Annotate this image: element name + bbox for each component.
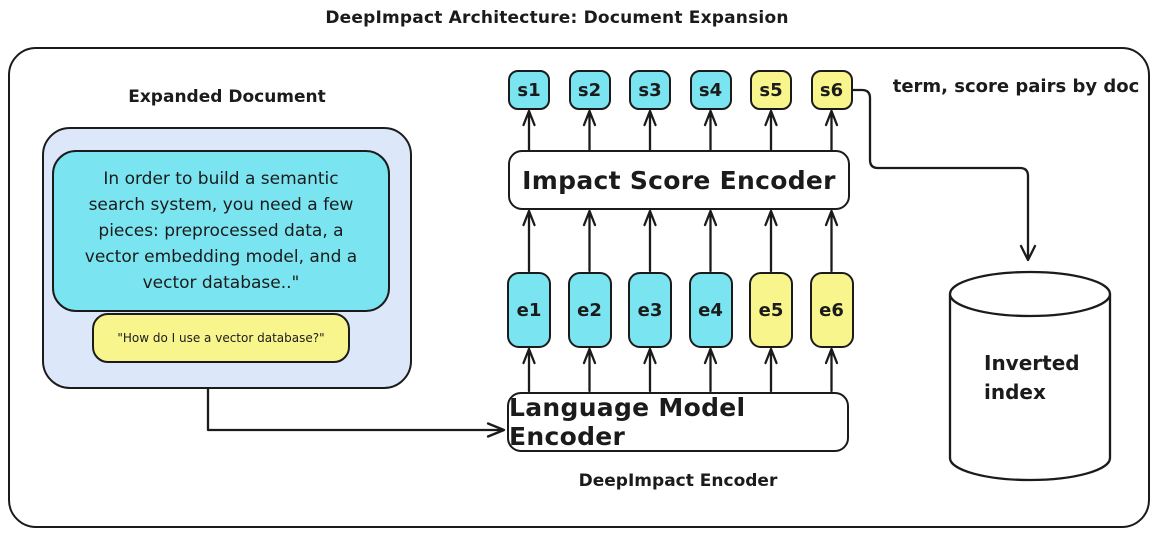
score-token-s1: s1 [508,70,550,110]
embedding-token-e1: e1 [507,272,551,348]
embedding-token-e2: e2 [567,272,612,348]
term-score-pairs-label: term, score pairs by doc [892,76,1140,97]
score-token-s3: s3 [629,70,671,110]
passage-line: search system, you need a few [88,195,354,215]
passage-line: pieces: preprocessed data, a [98,221,344,241]
document-passage-box: In order to build a semantic search syst… [52,150,390,312]
passage-line: vector database.." [142,273,300,293]
embedding-token-e6: e6 [809,272,854,348]
diagram-title: DeepImpact Architecture: Document Expans… [325,8,789,28]
inverted-index-line2: index [984,380,1046,404]
passage-line: In order to build a semantic [103,169,339,189]
embedding-token-e3: e3 [628,272,672,348]
expanded-document-label: Expanded Document [128,87,326,107]
impact-score-encoder-box: Impact Score Encoder [508,150,850,210]
inverted-index-label: Inverted index [984,349,1080,407]
score-token-s2: s2 [568,70,611,110]
deepimpact-encoder-caption: DeepImpact Encoder [578,471,778,491]
score-token-s4: s4 [689,70,732,110]
score-token-s5: s5 [750,70,792,110]
passage-line: vector embedding model, and a [84,247,358,267]
inverted-index-line1: Inverted [984,351,1080,375]
score-token-s6: s6 [810,70,853,110]
embedding-token-e4: e4 [688,272,733,348]
language-model-encoder-box: Language Model Encoder [507,392,849,452]
embedding-token-e5: e5 [749,272,793,348]
query-box: "How do I use a vector database?" [92,313,350,363]
